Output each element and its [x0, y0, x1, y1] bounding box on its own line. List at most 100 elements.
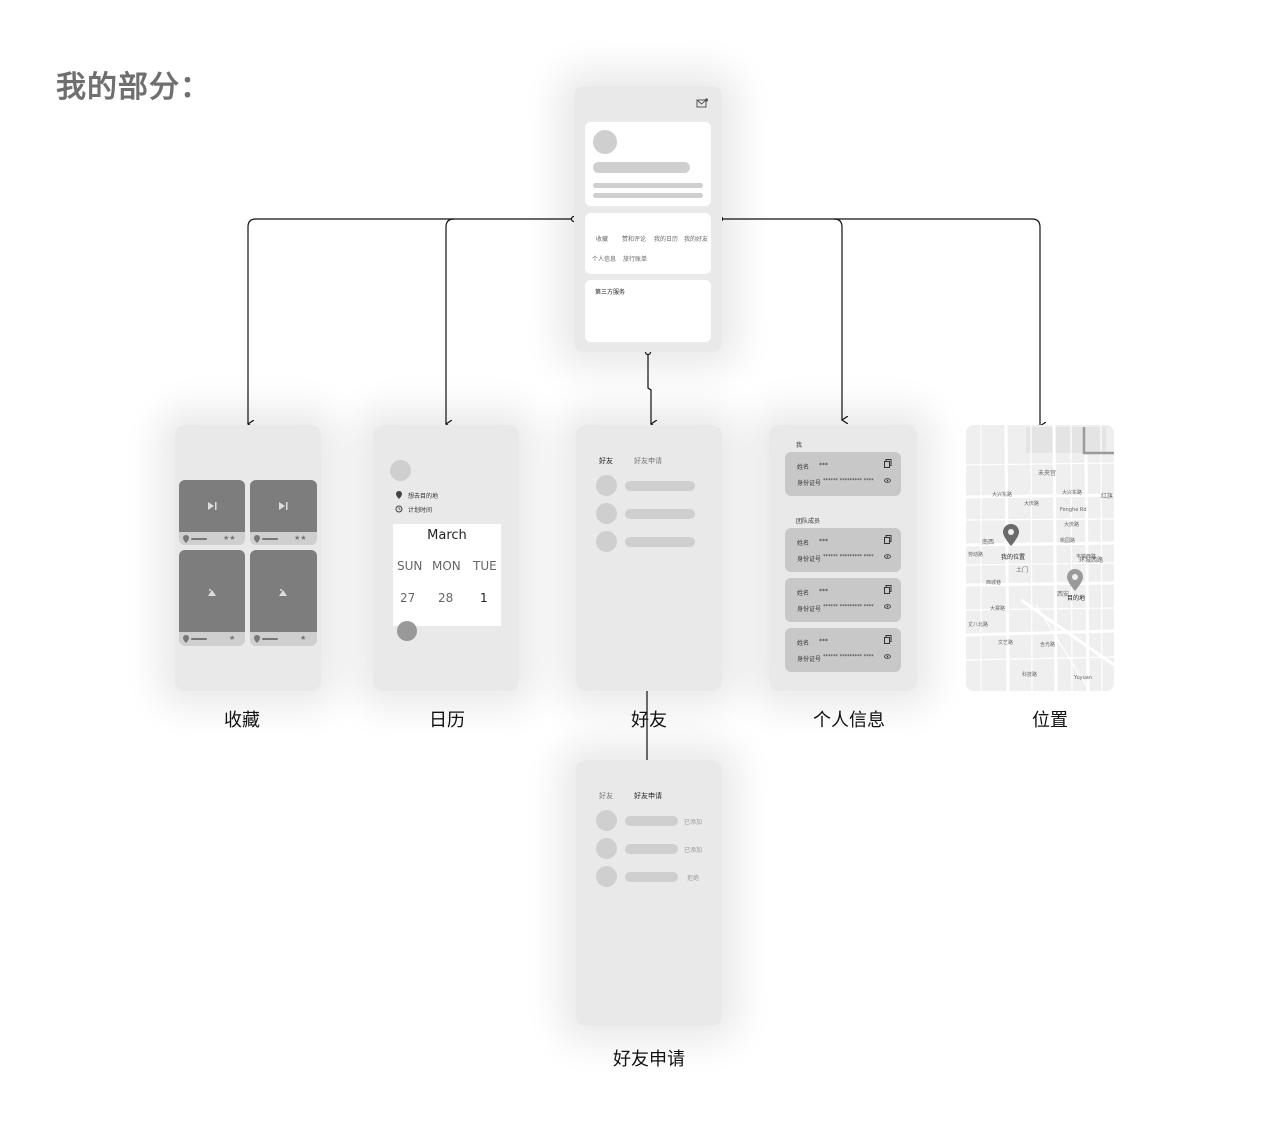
tab-friends[interactable]: 好友	[599, 457, 613, 465]
map-place-label: 大庆路	[1064, 522, 1080, 528]
eye-icon[interactable]	[884, 478, 891, 483]
friends-screen: 好友 好友申请	[576, 425, 722, 691]
message-icon[interactable]	[696, 98, 708, 108]
day-28[interactable]: 28	[438, 591, 454, 605]
copy-icon[interactable]	[884, 585, 892, 594]
menu-item-calendar[interactable]: 我的日历	[654, 236, 679, 243]
id-card-member[interactable]: 姓名 *** 身份证号 ****** ********* ****	[785, 578, 901, 622]
map-place-label: 西安	[1057, 591, 1070, 598]
page-title: 我的部分：	[56, 70, 211, 105]
plan-time-text[interactable]: 计划时间	[408, 507, 433, 514]
friend-avatar[interactable]	[596, 475, 617, 496]
favorite-video-2[interactable]: ★★	[250, 480, 317, 545]
weekday-tue: TUE	[473, 559, 497, 573]
team-header: 团队成员	[796, 518, 821, 525]
copy-icon[interactable]	[884, 459, 892, 468]
destination-text[interactable]: 想去目的地	[408, 493, 439, 500]
profile-card[interactable]	[585, 122, 711, 206]
request-status[interactable]: 已添加	[684, 847, 703, 854]
map-place-label: 科技路	[1022, 672, 1038, 678]
label-favorites: 收藏	[224, 710, 260, 731]
day-1[interactable]: 1	[480, 591, 488, 605]
my-location-label: 我的位置	[1001, 554, 1026, 561]
tab-friends[interactable]: 好友	[599, 792, 613, 800]
tab-friend-requests[interactable]: 好友申请	[634, 792, 662, 800]
username-placeholder	[593, 162, 690, 173]
label-friends: 好友	[631, 710, 667, 731]
rating-stars: ★★	[294, 534, 307, 542]
label-calendar: 日历	[429, 710, 465, 731]
day-27[interactable]: 27	[400, 591, 416, 605]
connector-friends	[647, 352, 651, 424]
copy-icon[interactable]	[884, 635, 892, 644]
menu-item-likes-comments[interactable]: 赞和评论	[622, 236, 647, 243]
clock-icon	[395, 505, 403, 513]
menu-item-travel-bill[interactable]: 旅行账单	[623, 256, 648, 263]
eye-icon[interactable]	[884, 554, 891, 559]
map-place-label: 西城巷	[986, 580, 1002, 586]
rating-stars: ★★	[223, 534, 236, 542]
third-party-card: 第三方服务	[585, 280, 711, 342]
play-icon	[208, 502, 217, 510]
selected-day-indicator	[397, 621, 417, 641]
request-name-bar	[625, 816, 678, 826]
friend-avatar[interactable]	[596, 503, 617, 524]
request-status[interactable]: 已添加	[684, 819, 703, 826]
calendar-month: March	[427, 528, 467, 543]
map-place-label: 丰镐西路	[1076, 554, 1097, 560]
eye-icon[interactable]	[884, 654, 891, 659]
menu-item-favorites[interactable]: 收藏	[596, 236, 609, 243]
third-party-title: 第三方服务	[595, 289, 626, 296]
favorite-image-2[interactable]: ★	[250, 550, 317, 646]
map-place-label: 红旗	[1101, 493, 1114, 500]
favorite-image-1[interactable]: ★	[179, 550, 245, 646]
calendar-widget[interactable]: March SUN MON TUE 27 28 1	[393, 524, 501, 641]
map-place-label: 劳动路	[968, 552, 984, 558]
location-pin-icon	[254, 535, 260, 543]
avatar[interactable]	[593, 130, 617, 154]
label-friend-requests: 好友申请	[613, 1049, 685, 1070]
friend-name-bar	[625, 537, 695, 547]
id-card-member[interactable]: 姓名 *** 身份证号 ****** ********* ****	[785, 528, 901, 572]
friend-name-bar	[625, 481, 695, 491]
map-streets	[966, 425, 1114, 691]
friend-requests-screen: 好友 好友申请 已添加 已添加 拒绝	[576, 760, 722, 1026]
request-name-bar	[625, 872, 678, 882]
copy-icon[interactable]	[884, 535, 892, 544]
map-place-label: 文艺路	[998, 640, 1014, 646]
connector-calendar	[446, 218, 455, 424]
my-main-screen: 收藏 赞和评论 我的日历 我的好友 个人信息 旅行账单 第三方服务	[574, 86, 722, 352]
self-header: 我	[796, 442, 803, 449]
connector-personal	[720, 218, 1040, 426]
tab-friend-requests[interactable]: 好友申请	[634, 457, 662, 465]
location-map-screen[interactable]: 未央宫 大兴东路 大兴东路 大庆路 Fenghe Rd 红旗 南西 大庆路 桃园…	[966, 425, 1114, 691]
map-place-label: 南西	[982, 539, 995, 546]
weekday-sun: SUN	[397, 559, 423, 573]
id-card-member[interactable]: 姓名 *** 身份证号 ****** ********* ****	[785, 628, 901, 672]
rating-stars: ★	[300, 634, 307, 642]
map-place-label: 桃园路	[1060, 538, 1076, 544]
request-status[interactable]: 拒绝	[687, 875, 700, 882]
destination-pin-icon[interactable]	[1067, 569, 1083, 591]
calendar-screen: 想去目的地 计划时间 March SUN MON TUE 27 28 1	[373, 425, 519, 691]
rating-stars: ★	[229, 634, 236, 642]
request-name-bar	[625, 844, 678, 854]
label-location: 位置	[1032, 710, 1068, 731]
menu-item-friends[interactable]: 我的好友	[684, 236, 709, 243]
avatar[interactable]	[390, 460, 411, 481]
request-avatar[interactable]	[596, 838, 617, 859]
weekday-mon: MON	[432, 559, 461, 573]
friend-avatar[interactable]	[596, 531, 617, 552]
favorite-video-1[interactable]: ★★	[179, 480, 245, 545]
menu-item-personal-info[interactable]: 个人信息	[592, 256, 617, 263]
my-location-pin-icon[interactable]	[1003, 524, 1019, 546]
menu-card: 收藏 赞和评论 我的日历 我的好友 个人信息 旅行账单	[585, 213, 711, 274]
bio-line-2	[593, 193, 703, 198]
id-card-self[interactable]: 姓名 *** 身份证号 ****** ********* ****	[785, 452, 901, 496]
destination-label: 目的地	[1067, 595, 1086, 602]
request-avatar[interactable]	[596, 866, 617, 887]
location-pin-icon	[183, 535, 189, 543]
map-place-label: Yuyuan	[1074, 675, 1093, 681]
eye-icon[interactable]	[884, 604, 891, 609]
request-avatar[interactable]	[596, 810, 617, 831]
